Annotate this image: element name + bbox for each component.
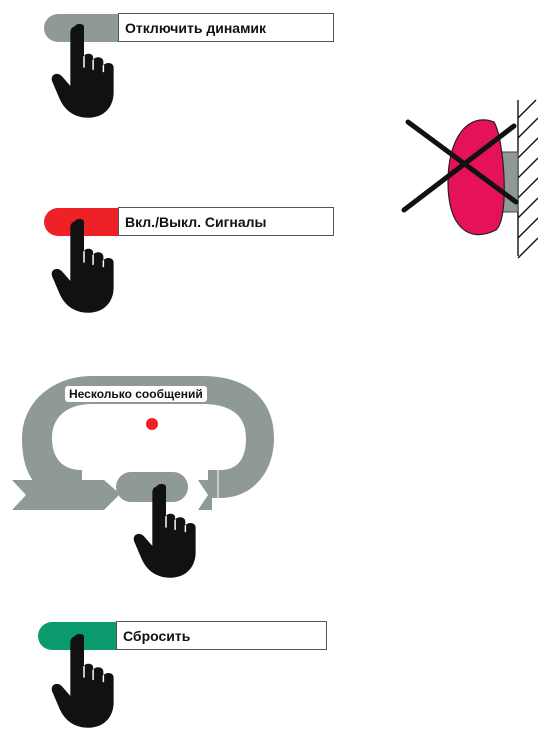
no-obstruction-illustration <box>398 98 538 260</box>
reset-label: Сбросить <box>116 621 327 650</box>
signals-toggle-label: Вкл./Выкл. Сигналы <box>118 207 334 236</box>
pointing-hand-icon <box>44 22 124 120</box>
wall-hatch-icon <box>518 100 538 258</box>
pointing-hand-icon <box>44 632 124 730</box>
mute-speaker-label: Отключить динамик <box>118 13 334 42</box>
multiple-messages-label: Несколько сообщений <box>65 386 207 402</box>
pointing-hand-icon <box>44 217 124 315</box>
pointing-hand-icon <box>126 482 206 580</box>
indicator-dot-icon <box>146 418 158 430</box>
